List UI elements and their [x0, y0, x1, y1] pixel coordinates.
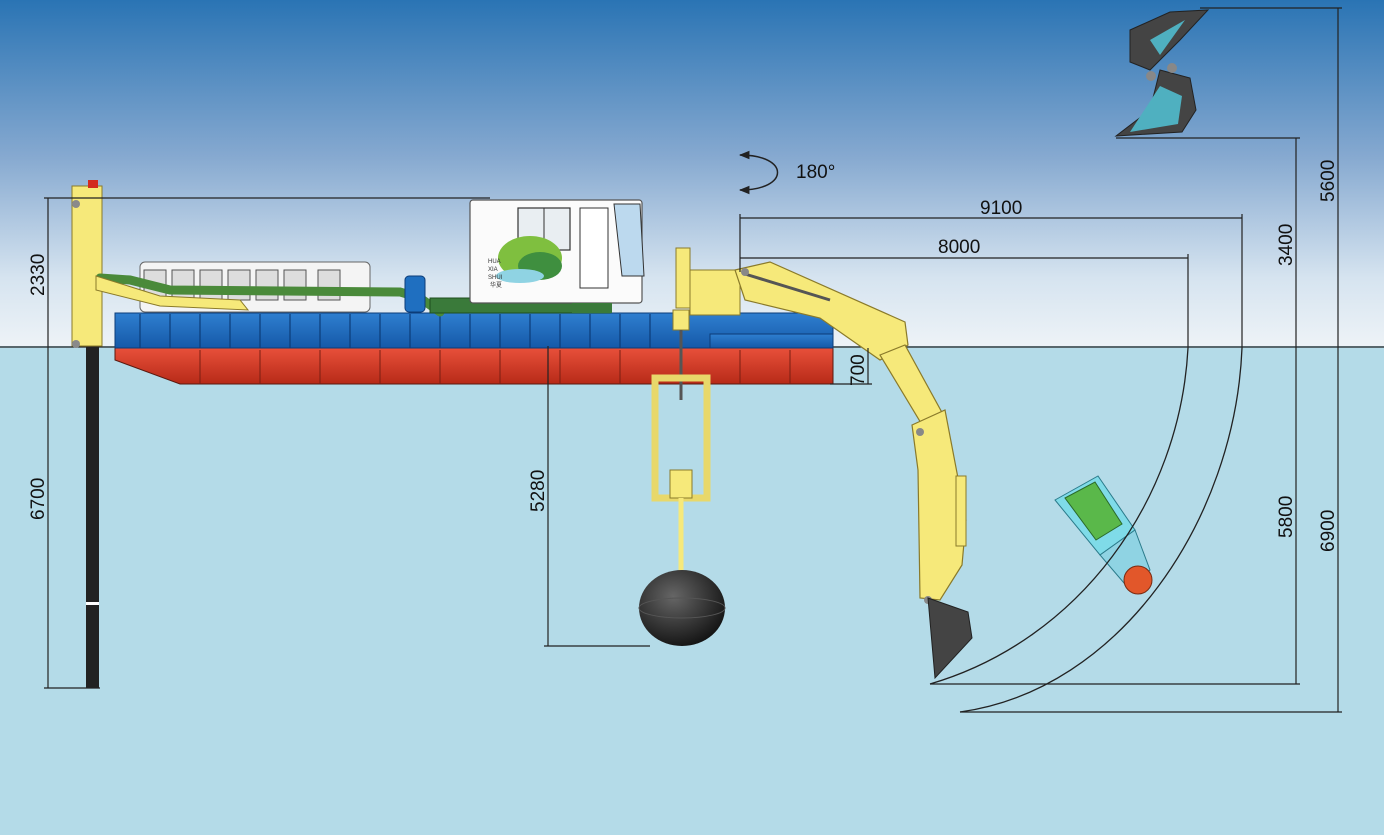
- logo-line1: HUA: [488, 259, 501, 265]
- spud-pile: [71, 180, 103, 688]
- rotation-indicator: 180°: [738, 150, 835, 195]
- excavator-arm: [675, 247, 973, 680]
- anchor-float-ball: [639, 570, 725, 646]
- dim-5800: 5800: [1276, 496, 1297, 538]
- dim-700: 700: [848, 354, 869, 386]
- dim-8000: 8000: [938, 237, 980, 258]
- dim-5600: 5600: [1318, 160, 1339, 202]
- dim-2330: 2330: [28, 254, 49, 296]
- reach-arcs: [929, 347, 1243, 713]
- dim-3400: 3400: [1276, 224, 1297, 266]
- grab-bucket: [1114, 9, 1210, 137]
- dim-5280: 5280: [528, 470, 549, 512]
- logo-line4: 华夏: [490, 281, 502, 289]
- cutter-head: [1054, 475, 1153, 595]
- logo-line3: SHUI: [488, 275, 503, 281]
- dim-6900: 6900: [1318, 510, 1339, 552]
- pontoon-hull: [114, 312, 834, 385]
- float-anchor: [638, 309, 726, 646]
- logo-line2: XIA: [488, 267, 498, 273]
- rotation-label: 180°: [796, 162, 835, 183]
- dim-6700: 6700: [28, 478, 49, 520]
- dimension-lines: [44, 7, 1342, 713]
- operator-cabin: HUA XIA SHUI 华夏: [469, 199, 645, 313]
- dim-9100: 9100: [980, 198, 1022, 219]
